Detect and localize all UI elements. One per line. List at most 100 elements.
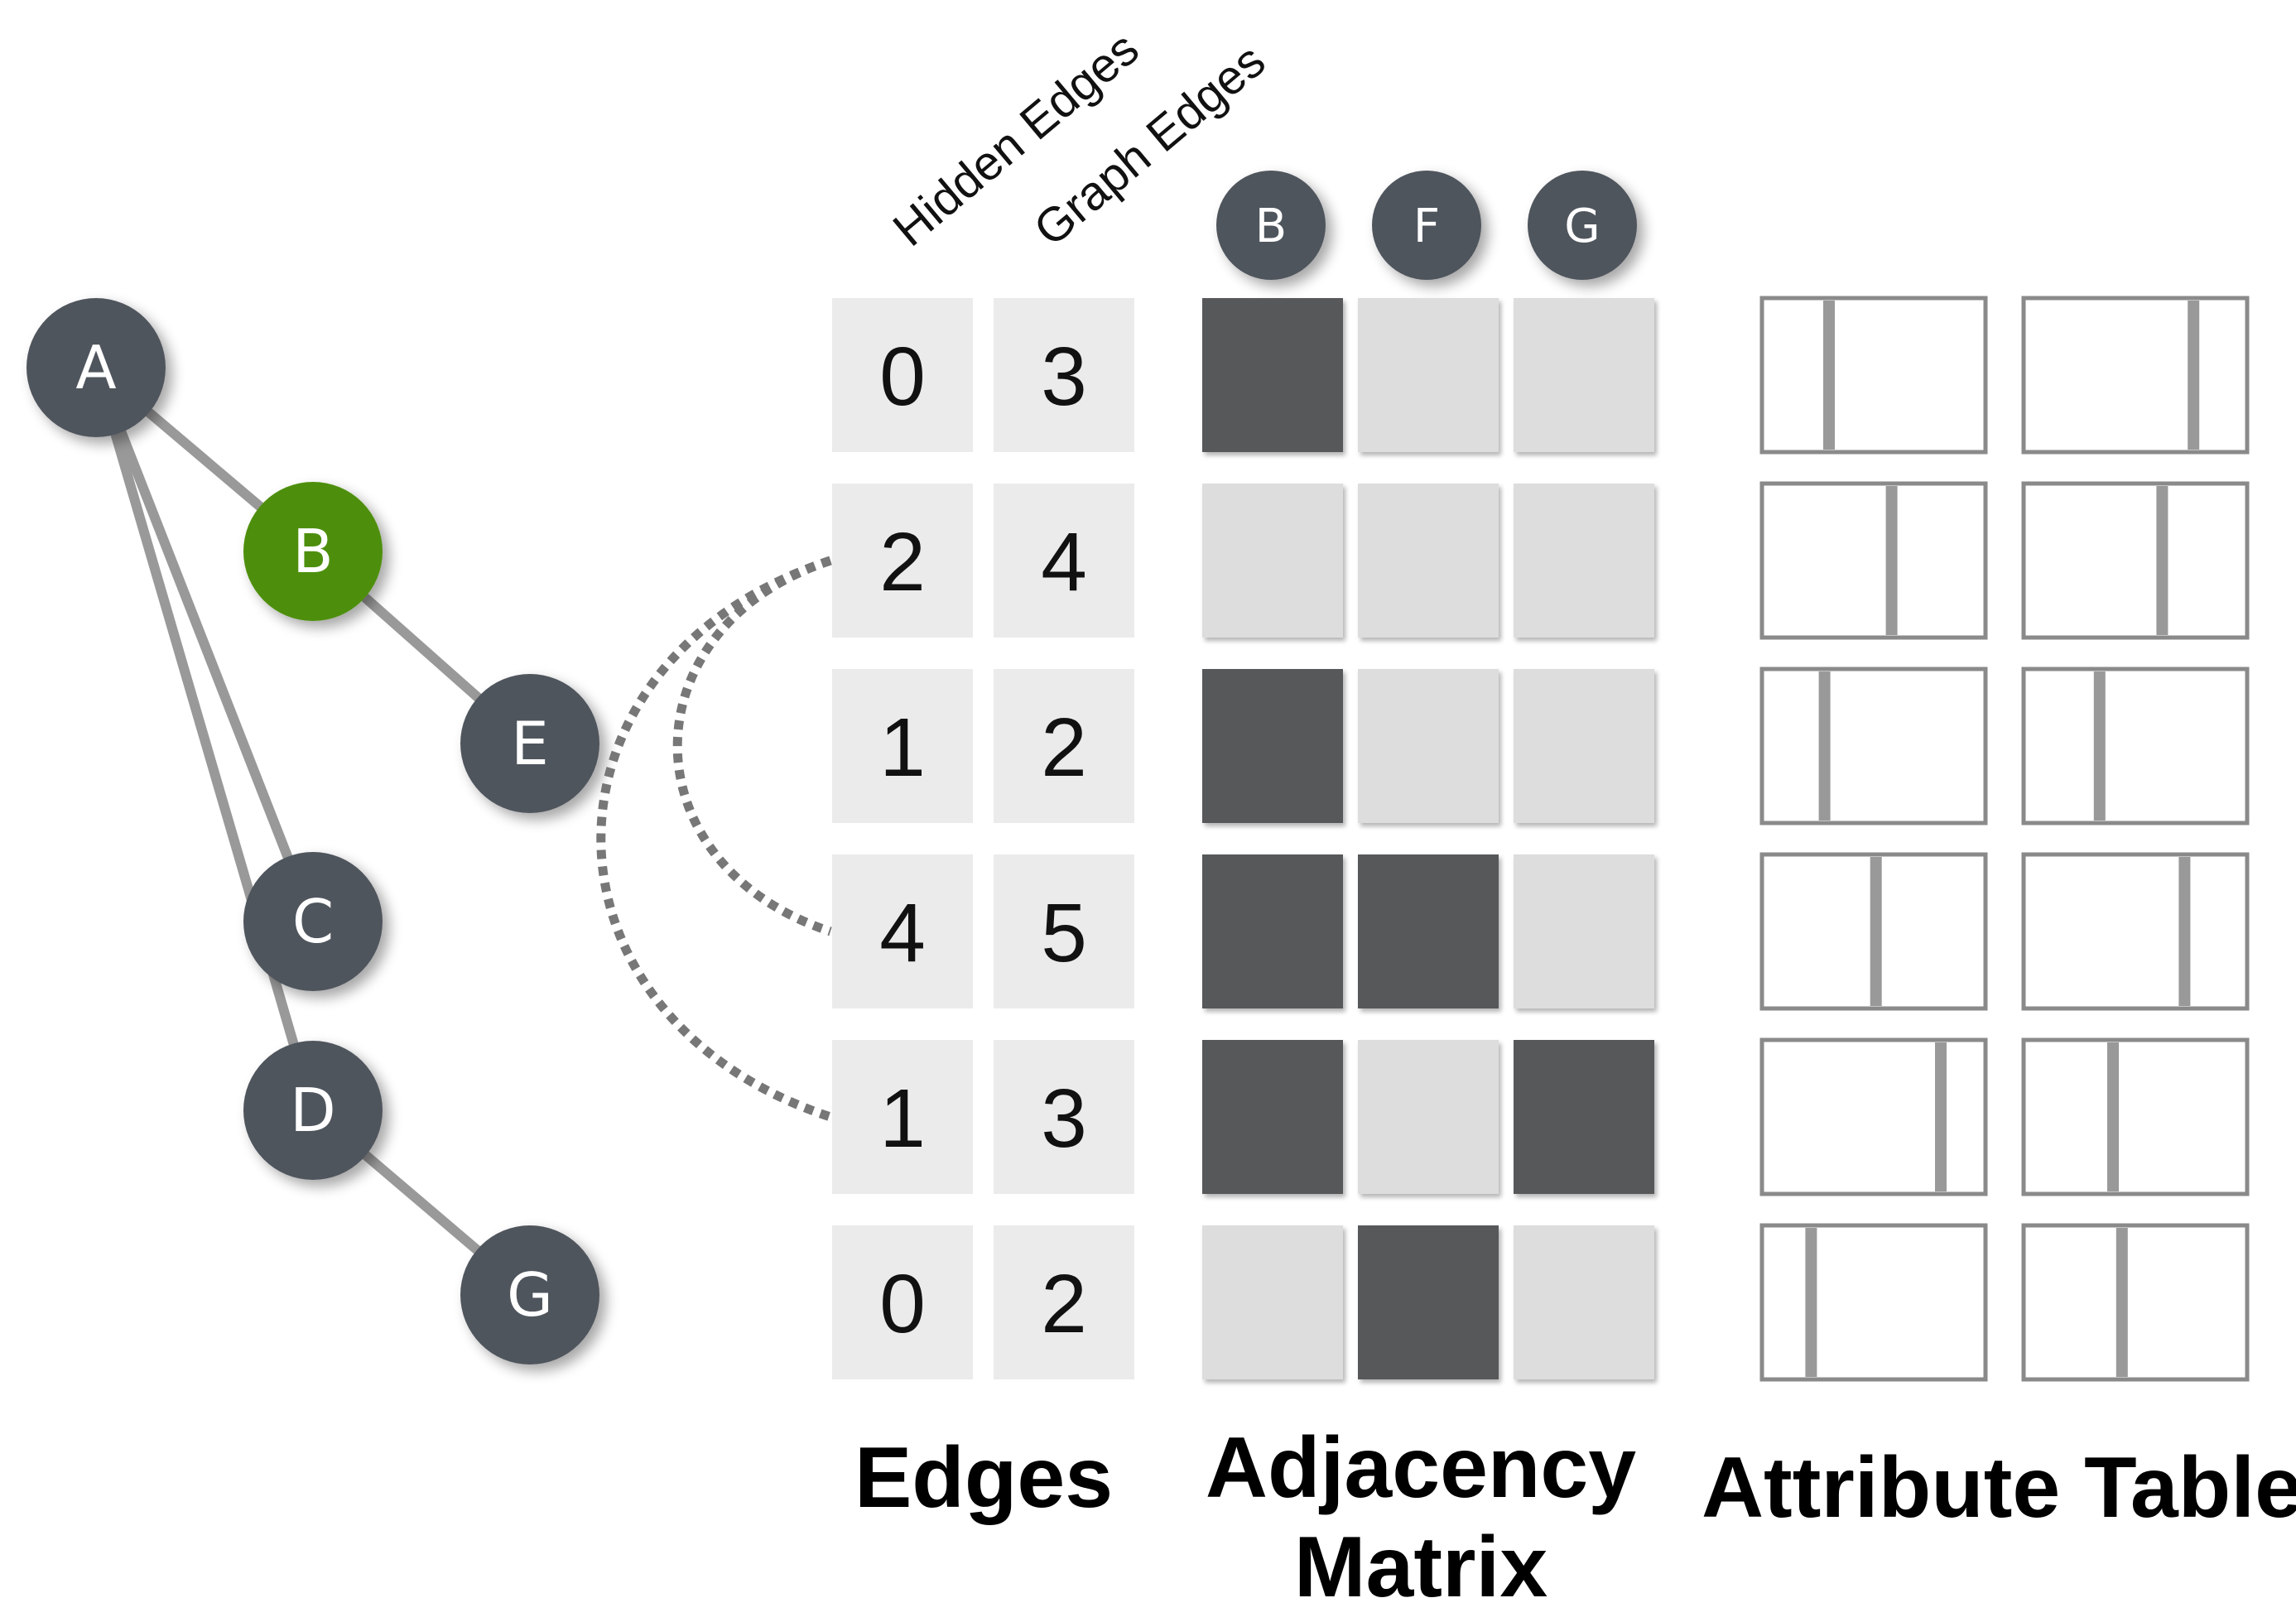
graph-node-c: C bbox=[243, 852, 383, 991]
edges-cell-background bbox=[832, 484, 973, 638]
adjacency-cell-r2-c2 bbox=[1358, 484, 1499, 638]
attribute-value-marker bbox=[1935, 1042, 1947, 1191]
adjacency-header-g: G bbox=[1528, 171, 1637, 280]
graph-node-label: B bbox=[292, 517, 333, 586]
edges-cell-value: 1 bbox=[879, 701, 926, 794]
hidden-edges-cell-row-5: 1 bbox=[832, 1040, 973, 1194]
edges-cell-background bbox=[832, 1040, 973, 1194]
adjacency-cell-r5-c3 bbox=[1514, 1040, 1654, 1194]
attribute-cell-c1-r2 bbox=[1759, 481, 1988, 640]
attribute-value-marker bbox=[1823, 301, 1835, 450]
hidden-edges-column-label: Hidden Edges bbox=[883, 22, 1149, 257]
attribute-value-marker bbox=[2178, 857, 2191, 1006]
attribute-value-marker bbox=[2188, 301, 2200, 450]
edges-cell-background bbox=[832, 298, 973, 452]
attribute-cell-box bbox=[1759, 296, 1988, 455]
adjacency-cell-r1-c2 bbox=[1358, 298, 1499, 452]
attribute-value-marker bbox=[1885, 486, 1898, 635]
attribute-cell-box bbox=[2021, 1223, 2250, 1382]
adjacency-header-circle bbox=[1216, 171, 1326, 280]
edges-cell-background bbox=[994, 484, 1134, 638]
graph-edges-cell-row-2: 4 bbox=[994, 484, 1134, 638]
hidden-edges-cell-row-2: 2 bbox=[832, 484, 973, 638]
graph-edges-cell-row-5: 3 bbox=[994, 1040, 1134, 1194]
graph-node-label: A bbox=[75, 333, 116, 402]
attribute-cell-box bbox=[2021, 296, 2250, 455]
edges-cell-value: 0 bbox=[879, 1258, 926, 1350]
adjacency-cell-r3-c1 bbox=[1202, 669, 1343, 823]
hidden-edges-cell-row-3: 1 bbox=[832, 669, 973, 823]
adjacency-header-circle bbox=[1528, 171, 1637, 280]
graph-node-label: E bbox=[511, 709, 549, 778]
graph-node-circle bbox=[460, 1225, 599, 1365]
attribute-cell-box bbox=[1759, 481, 1988, 640]
attribute-cell-c1-r3 bbox=[1759, 667, 1988, 825]
attribute-cell-c2-r5 bbox=[2021, 1037, 2250, 1196]
attribute-value-marker bbox=[2093, 671, 2106, 821]
attribute-cell-c1-r5 bbox=[1759, 1037, 1988, 1196]
adjacency-cell-r2-c1 bbox=[1202, 484, 1343, 638]
attribute-value-marker bbox=[2156, 486, 2168, 635]
graph-node-d: D bbox=[243, 1041, 383, 1180]
attribute-table-title: Attribute Table bbox=[1702, 1440, 2296, 1536]
edges-cell-value: 3 bbox=[1041, 330, 1087, 423]
edges-cell-background bbox=[994, 298, 1134, 452]
hidden-edge-link-2-4 bbox=[672, 556, 832, 936]
adjacency-cell-r2-c3 bbox=[1514, 484, 1654, 638]
attribute-value-marker bbox=[1818, 671, 1831, 821]
adjacency-cell-r1-c1 bbox=[1202, 298, 1343, 452]
edges-cell-value: 1 bbox=[879, 1072, 926, 1165]
adjacency-matrix bbox=[1202, 298, 1654, 1379]
graph-node-g: G bbox=[460, 1225, 599, 1365]
graph-node-circle bbox=[243, 482, 383, 621]
attribute-cell-box bbox=[1759, 667, 1988, 825]
graph-node-label: C bbox=[292, 887, 334, 956]
hidden-edge-link-2-5 bbox=[596, 556, 832, 1122]
edges-cell-value: 3 bbox=[1041, 1072, 1087, 1165]
adjacency-matrix-title-line1: Adjacency bbox=[1206, 1420, 1636, 1516]
adjacency-header-label: G bbox=[1564, 200, 1600, 253]
adjacency-cell-r6-c2 bbox=[1358, 1225, 1499, 1379]
attribute-cell-box bbox=[2021, 481, 2250, 640]
edges-cell-value: 2 bbox=[1041, 701, 1087, 794]
adjacency-header-label: F bbox=[1413, 200, 1440, 253]
edges-cell-value: 5 bbox=[1041, 887, 1087, 979]
attribute-value-marker bbox=[2115, 1228, 2128, 1377]
adjacency-header-label: B bbox=[1255, 200, 1287, 253]
hidden-edges-cell-row-4: 4 bbox=[832, 854, 973, 1008]
edges-cell-value: 4 bbox=[879, 887, 926, 979]
attribute-value-marker bbox=[1805, 1228, 1817, 1377]
edges-cell-background bbox=[832, 1225, 973, 1379]
attribute-cell-box bbox=[1759, 1037, 1988, 1196]
adjacency-cell-r4-c1 bbox=[1202, 854, 1343, 1008]
attribute-cell-c2-r4 bbox=[2021, 852, 2250, 1011]
adjacency-cell-r5-c2 bbox=[1358, 1040, 1499, 1194]
attribute-cell-c2-r1 bbox=[2021, 296, 2250, 455]
attribute-table bbox=[1759, 296, 2250, 1382]
edges-cell-background bbox=[994, 669, 1134, 823]
graph-edges-cell-row-1: 3 bbox=[994, 298, 1134, 452]
edges-cell-value: 2 bbox=[1041, 1258, 1087, 1350]
attribute-cell-box bbox=[1759, 1223, 1988, 1382]
attribute-cell-box bbox=[2021, 1037, 2250, 1196]
attribute-value-marker bbox=[1870, 857, 1882, 1006]
attribute-cell-c2-r2 bbox=[2021, 481, 2250, 640]
graph-node-circle bbox=[243, 852, 383, 991]
graph-edges-cell-row-4: 5 bbox=[994, 854, 1134, 1008]
adjacency-cell-r4-c3 bbox=[1514, 854, 1654, 1008]
attribute-cell-c1-r1 bbox=[1759, 296, 1988, 455]
attribute-cell-c1-r4 bbox=[1759, 852, 1988, 1011]
graph-edge-a-d bbox=[91, 363, 318, 1115]
hidden-edge-links bbox=[596, 556, 832, 1122]
adjacency-cell-r4-c2 bbox=[1358, 854, 1499, 1008]
adjacency-cell-r3-c2 bbox=[1358, 669, 1499, 823]
edges-cell-value: 2 bbox=[879, 516, 926, 609]
edges-cell-value: 0 bbox=[879, 330, 926, 423]
adjacency-cell-r3-c3 bbox=[1514, 669, 1654, 823]
graph-node-e: E bbox=[460, 674, 599, 813]
graph-node-label: D bbox=[290, 1076, 335, 1145]
adjacency-header-b: B bbox=[1216, 171, 1326, 280]
hidden-edges-cell-row-6: 0 bbox=[832, 1225, 973, 1379]
